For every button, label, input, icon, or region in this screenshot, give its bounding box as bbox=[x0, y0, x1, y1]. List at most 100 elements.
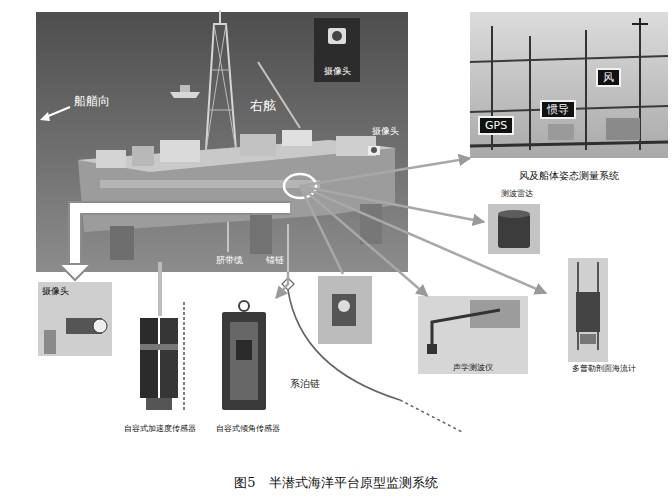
heading-label: 船艏向 bbox=[74, 94, 110, 108]
platform-photo-part bbox=[46, 107, 70, 117]
platform-photo-part bbox=[240, 134, 276, 156]
connector-group bbox=[300, 158, 470, 186]
camera-photo bbox=[38, 282, 112, 356]
accelerometer-image-part bbox=[146, 398, 172, 410]
chain-sensor-photo-part bbox=[300, 186, 343, 274]
acoustic-gauge-photo-part bbox=[418, 296, 528, 374]
doppler-photo-part bbox=[576, 292, 600, 332]
sensor-caption: 自容式倾角传感器 bbox=[216, 424, 280, 434]
connector-outline bbox=[75, 208, 290, 266]
platform-photo-part bbox=[96, 150, 126, 168]
wind-attitude-photo-part bbox=[632, 18, 648, 30]
connector-line bbox=[300, 186, 484, 222]
wave-radar: 测波雷达 bbox=[484, 188, 550, 256]
mooring-chain-part bbox=[400, 400, 462, 432]
connector-line bbox=[300, 186, 546, 293]
wave-radar-photo-part bbox=[498, 210, 530, 218]
platform-photo-part bbox=[36, 12, 408, 272]
connector-fill bbox=[75, 208, 290, 266]
wind-attitude-photo-part bbox=[529, 36, 531, 150]
platform-photo-part bbox=[360, 204, 382, 244]
accelerometer-image-part bbox=[183, 302, 185, 410]
accelerometer-image-part bbox=[140, 344, 178, 350]
inclinometer-image-part bbox=[239, 301, 249, 311]
connector-line bbox=[276, 272, 288, 298]
doppler-photo-part bbox=[580, 334, 596, 344]
tag-text: GPS bbox=[485, 119, 507, 132]
platform-photo-part bbox=[132, 146, 154, 166]
accelerometer-image bbox=[140, 262, 184, 410]
platform-photo-part bbox=[100, 180, 320, 188]
figure-caption: 图5 半潜式海洋平台原型监测系统 bbox=[0, 474, 672, 492]
ins-tag: 惯导 bbox=[540, 100, 576, 119]
connector-group bbox=[276, 272, 288, 298]
platform-photo-part bbox=[250, 214, 272, 254]
connector-group bbox=[300, 186, 546, 293]
acoustic-gauge-photo-part bbox=[432, 310, 500, 348]
sensor-caption: 声学测波仪 bbox=[453, 363, 493, 373]
platform-photo-part bbox=[206, 24, 236, 150]
camera-photo-part bbox=[38, 282, 112, 356]
camera-label: 摄像头 bbox=[372, 126, 399, 137]
platform-photo-part bbox=[258, 62, 300, 128]
cable-label: 脐带缆 bbox=[216, 255, 243, 266]
inclinometer-image-part bbox=[222, 312, 266, 410]
platform-photo-part bbox=[227, 222, 228, 252]
acoustic-gauge-photo-part bbox=[427, 344, 437, 354]
camera-photo-part bbox=[44, 330, 56, 354]
wind-tag: 风 bbox=[596, 68, 621, 87]
mooring-chain bbox=[282, 278, 462, 432]
mooring-chain-part bbox=[288, 290, 400, 400]
wind-attitude-photo-part bbox=[470, 12, 668, 158]
camera-inset-photo bbox=[314, 18, 360, 82]
sensor-caption: 多普勒剖面海流计 bbox=[572, 364, 636, 374]
platform-photo-part bbox=[206, 24, 236, 150]
platform-photo-part bbox=[40, 112, 50, 121]
platform-photo-part bbox=[160, 140, 200, 162]
acoustic-wave-gauge: 声学测波仪 bbox=[416, 296, 530, 378]
platform-photo-part bbox=[282, 130, 312, 146]
inclinometer-image-part bbox=[230, 322, 258, 400]
part-label: 系泊链 bbox=[290, 378, 320, 390]
doppler-current-meter: 多普勒剖面海流计 bbox=[546, 256, 662, 380]
chain-label: 锚链 bbox=[266, 255, 284, 266]
connector-group bbox=[59, 208, 290, 280]
chain-sensor-photo-part bbox=[318, 276, 372, 344]
wind-attitude-photo-part bbox=[585, 30, 587, 150]
accelerometer-image-part bbox=[160, 318, 178, 398]
doppler-photo-part bbox=[568, 258, 608, 362]
camera-inset: 摄像头 bbox=[314, 18, 360, 82]
inclinometer-image-part bbox=[236, 340, 252, 360]
platform-photo-part bbox=[371, 147, 377, 153]
camera-inset-photo-part bbox=[328, 28, 346, 44]
connector-group bbox=[300, 186, 427, 296]
connector-group bbox=[300, 186, 484, 222]
wind-attitude-photo-part bbox=[470, 142, 668, 146]
wave-radar-photo-part bbox=[488, 204, 540, 254]
inclinometer-image bbox=[222, 301, 266, 410]
gps-tag: GPS bbox=[478, 116, 514, 135]
camera-photo-part bbox=[93, 319, 107, 333]
platform-photo-part bbox=[368, 146, 380, 155]
platform-photo-part bbox=[110, 226, 134, 260]
accelerometer-image-part bbox=[140, 318, 158, 398]
platform-photo-part bbox=[219, 10, 221, 24]
camera-inset-photo-part bbox=[332, 31, 342, 41]
tilt-sensor: 自容式倾角传感器 bbox=[210, 298, 286, 444]
platform-photo-part bbox=[287, 224, 288, 272]
tag-text: 惯导 bbox=[547, 103, 569, 116]
chain-sensor-photo-part bbox=[332, 294, 356, 326]
camera-inset-photo-part bbox=[314, 18, 360, 82]
connector-line bbox=[300, 186, 427, 296]
wind-attitude-photo-part bbox=[470, 56, 668, 62]
sensor-panel: 风及船体姿态测量系统GPS惯导风 bbox=[470, 12, 668, 186]
platform-photo-part bbox=[170, 92, 200, 98]
wind-attitude-photo bbox=[470, 12, 668, 158]
tag-text: 风 bbox=[603, 71, 614, 84]
accelerometer-image-part bbox=[158, 262, 162, 316]
connector-line bbox=[300, 158, 470, 186]
wave-radar-photo bbox=[488, 204, 540, 254]
